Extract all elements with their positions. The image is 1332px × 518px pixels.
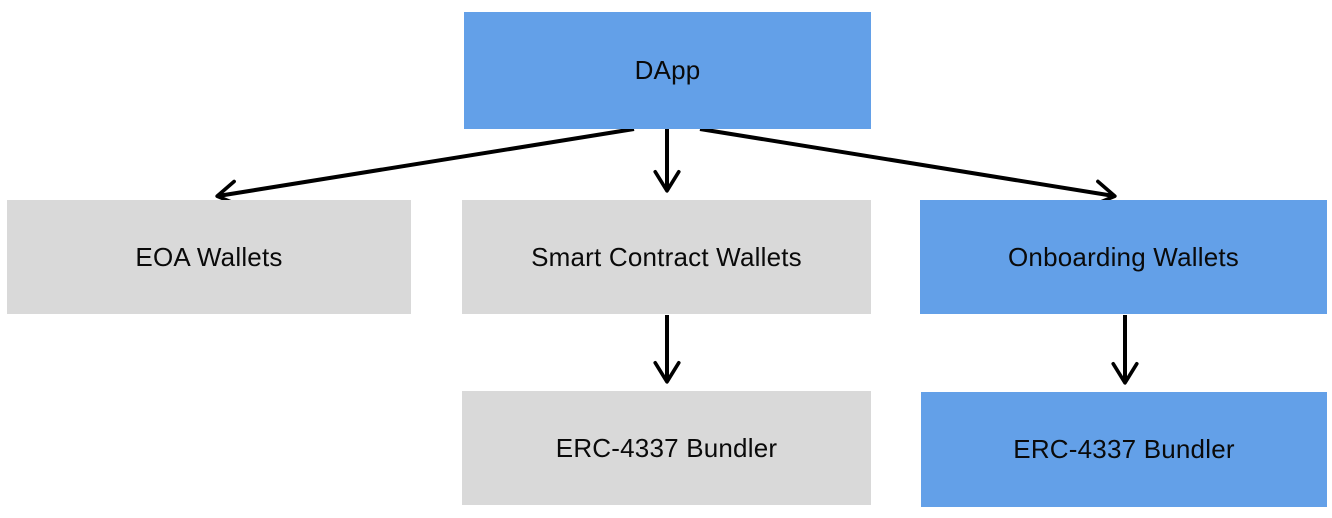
node-onboarding-wallets-label: Onboarding Wallets xyxy=(1008,241,1239,272)
edge-dapp-to-eoa-wallets xyxy=(215,127,635,207)
node-dapp-label: DApp xyxy=(634,55,701,85)
node-onboarding-wallets: Onboarding Wallets xyxy=(920,200,1327,314)
node-erc4337-bundler-onboarding-label: ERC-4337 Bundler xyxy=(1013,434,1235,464)
node-erc4337-bundler-smart-contract-label: ERC-4337 Bundler xyxy=(555,432,778,463)
node-erc4337-bundler-smart-contract: ERC-4337 Bundler xyxy=(462,391,871,505)
node-smart-contract-wallets-label: Smart Contract Wallets xyxy=(531,241,802,272)
edge-dapp-to-onboarding-wallets xyxy=(699,127,1117,207)
node-eoa-wallets-label: EOA Wallets xyxy=(135,241,283,272)
node-dapp: DApp xyxy=(464,12,871,129)
node-eoa-wallets: EOA Wallets xyxy=(7,200,411,314)
node-erc4337-bundler-onboarding: ERC-4337 Bundler xyxy=(921,392,1327,507)
node-smart-contract-wallets: Smart Contract Wallets xyxy=(462,200,871,314)
